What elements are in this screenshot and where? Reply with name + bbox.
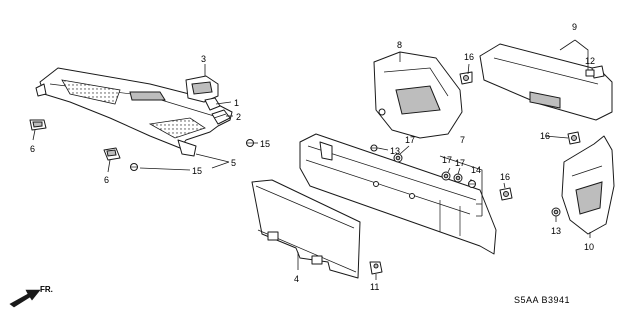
callout-17-upper: 17 (405, 135, 415, 145)
part-16-clip-right (567, 131, 581, 145)
part-10-side-bracket (561, 135, 615, 235)
part-16-clip-panel (499, 187, 513, 201)
callout-7: 7 (460, 135, 465, 145)
front-direction-label: FR. (40, 285, 53, 294)
callout-5: 5 (231, 158, 236, 168)
part-1-clip (204, 97, 221, 111)
callout-17-left: 17 (442, 155, 452, 165)
front-direction-arrow-icon (9, 289, 41, 308)
callout-16-right: 16 (540, 131, 550, 141)
callout-17-right: 17 (455, 158, 465, 168)
part-3-bracket (185, 75, 219, 103)
callout-3: 3 (201, 54, 206, 64)
callout-16-top: 16 (464, 52, 474, 62)
part-6-clip-left (29, 119, 47, 131)
part-17-nut-upper (393, 153, 403, 163)
callout-8: 8 (397, 40, 402, 50)
part-6-clip-middle (103, 147, 121, 161)
callout-13-right: 13 (551, 226, 561, 236)
part-15-screw-right (246, 139, 254, 147)
part-15-screw-bottom (130, 163, 138, 171)
callout-11: 11 (370, 282, 379, 292)
leader-lines (32, 39, 591, 280)
callout-12: 12 (585, 56, 595, 66)
callout-13-left: 13 (390, 146, 400, 156)
part-13-clip-right (551, 207, 561, 217)
callout-2: 2 (236, 112, 241, 122)
callout-6-left: 6 (30, 144, 35, 154)
callout-15-bottom: 15 (192, 166, 202, 176)
callout-6-middle: 6 (104, 175, 109, 185)
callout-1: 1 (234, 98, 239, 108)
part-16-clip-top (459, 71, 473, 85)
callout-16-panel: 16 (500, 172, 510, 182)
part-4-board (251, 179, 361, 279)
part-17-nut-right (453, 173, 463, 183)
diagram-code: S5AA B3941 (514, 295, 570, 305)
part-8-side-lining (373, 51, 463, 139)
callout-9: 9 (572, 22, 577, 32)
part-2-clip (211, 109, 231, 125)
callout-10: 10 (584, 242, 594, 252)
part-9-trim-bar (479, 43, 613, 121)
callout-4: 4 (294, 274, 299, 284)
callout-15-right: 15 (260, 139, 270, 149)
part-11-fastener (369, 261, 383, 275)
part-14-screw (468, 180, 476, 188)
part-12-clip (585, 69, 595, 77)
rear-tray-shelf (35, 67, 233, 157)
part-7-rear-panel (299, 133, 497, 255)
part-13-clip-left (370, 144, 378, 152)
callout-14: 14 (471, 165, 481, 175)
part-17-nut-left (441, 171, 451, 181)
